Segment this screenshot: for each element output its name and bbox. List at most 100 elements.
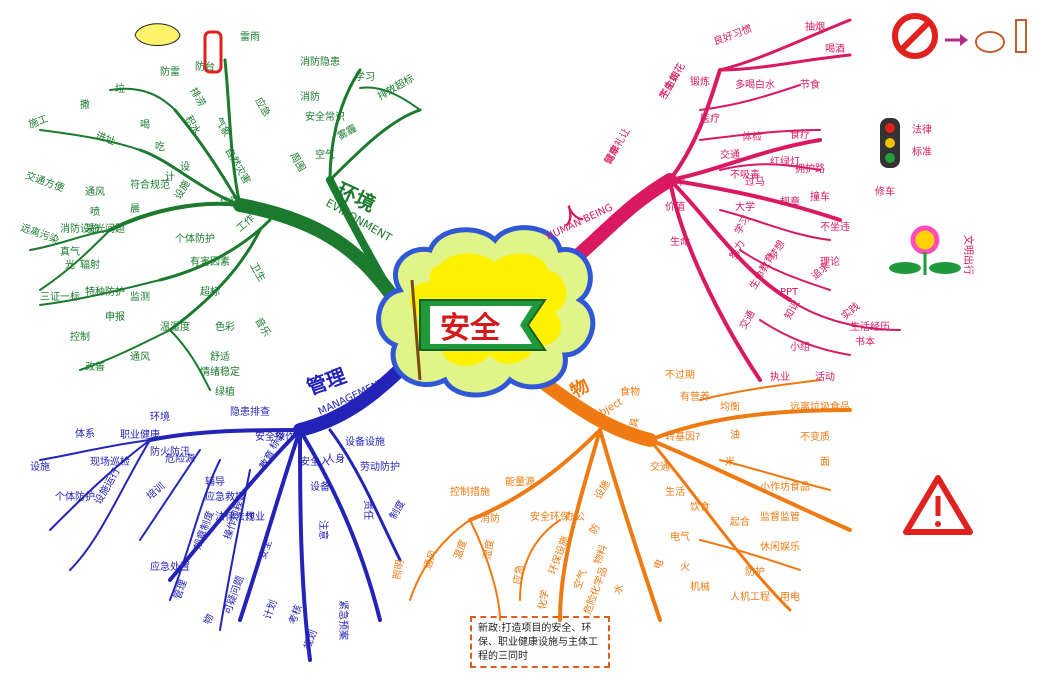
- environment-item: 消防: [300, 90, 320, 103]
- human-item: 修车: [875, 185, 895, 198]
- human-item: 大学: [735, 200, 755, 213]
- object-item: 防: [586, 521, 602, 536]
- human-item: 节食: [800, 78, 820, 91]
- object-item: 湿度: [480, 539, 496, 561]
- environment-item: 防雷: [160, 65, 180, 78]
- environment-item: 控制: [70, 330, 90, 343]
- object-item: 物料: [591, 543, 610, 566]
- management-item: 隐患排查: [230, 405, 270, 418]
- management-item: 物: [201, 612, 217, 626]
- environment-item: 采光问题: [85, 222, 125, 235]
- object-item: 通风: [422, 548, 440, 571]
- environment-item: 音乐: [252, 315, 273, 339]
- human-item: 法律: [912, 123, 932, 136]
- human-item: 拥护路: [795, 162, 825, 175]
- environment-item: 超标: [200, 285, 220, 298]
- environment-item: 三证一标: [40, 291, 80, 303]
- human-item: 良好习惯: [712, 22, 754, 48]
- environment-item: 监测: [130, 290, 150, 303]
- object-item: 防护: [745, 565, 765, 578]
- object-item: 火: [680, 561, 690, 573]
- teapot-icon: [945, 19, 1027, 53]
- environment-item: 通风: [85, 186, 105, 198]
- management-item: 人身: [325, 452, 345, 465]
- note-text: 新政:打造项目的安全、环保、职业健康设施与主体工程的三同时: [478, 623, 598, 662]
- environment-item: 防台: [195, 60, 215, 73]
- management-item: 法律法规: [215, 510, 255, 523]
- environment-item: 工作: [234, 212, 257, 234]
- environment-item: 应急: [252, 95, 273, 119]
- environment-item: 消防隐患: [300, 55, 340, 68]
- human-item: 抽烟: [805, 20, 825, 33]
- object-item: 小作坊食品: [760, 480, 810, 493]
- human-item: 生命如花: [656, 60, 687, 101]
- environment-item: 周围: [287, 151, 307, 174]
- human-item: 执业: [770, 370, 790, 383]
- management-item: 劳动防护: [360, 460, 400, 473]
- object-item: 远离垃圾食品: [790, 400, 850, 413]
- management-item: 规划: [301, 628, 320, 651]
- management-item: 体系: [75, 428, 95, 440]
- management-item: 辅导: [205, 475, 225, 488]
- management-item: 安全: [256, 538, 275, 561]
- object-item: 有营养: [680, 390, 710, 403]
- environment-item: 情绪稳定: [200, 365, 240, 378]
- management-item: 设备设施: [345, 435, 385, 448]
- human-item: 锻炼: [690, 75, 710, 88]
- human-item: 撞车: [810, 190, 830, 203]
- environment-item: 排涝: [187, 85, 208, 109]
- environment-item: 雷雨: [240, 31, 260, 43]
- human-item: 文明出行: [962, 235, 975, 275]
- environment-item: 远离污染: [19, 221, 61, 247]
- object-item: 起合: [730, 515, 750, 528]
- traffic-light-icon: [880, 118, 900, 168]
- flower-icon: [889, 225, 961, 275]
- environment-item: 绿植: [215, 385, 235, 398]
- management-item: 现场巡检: [90, 455, 130, 468]
- object-item: 休闲娱乐: [760, 540, 800, 553]
- environment-item: 改善: [85, 360, 105, 373]
- management-item: 设施: [30, 460, 50, 473]
- environment-item: 卫生: [247, 260, 268, 284]
- human-item: 生命: [670, 235, 690, 248]
- object-item: 照明: [391, 559, 406, 581]
- fire-extinguisher-icon: [134, 23, 223, 74]
- human-item: 多喝白水: [735, 78, 775, 91]
- environment-item: 喝: [140, 119, 150, 131]
- object-item: 设施: [591, 478, 612, 502]
- human-item: 红绿灯: [770, 155, 800, 168]
- environment-item: 雾霾: [336, 122, 359, 142]
- environment-item: 光: [65, 258, 75, 271]
- note-box: 新政:打造项目的安全、环保、职业健康设施与主体工程的三同时: [470, 616, 610, 668]
- environment-item: 消防设施: [60, 222, 100, 235]
- management-item: 设备: [310, 480, 330, 493]
- environment-item: 符合规范: [130, 178, 170, 191]
- object-item: 化学: [535, 589, 551, 611]
- human-item: PPT: [780, 287, 799, 298]
- management-title: 管理: [304, 363, 350, 399]
- human-branch: [553, 18, 901, 382]
- object-item: 米: [725, 455, 735, 468]
- environment-item: 排放超标: [375, 71, 416, 102]
- object-item: 工具: [626, 417, 641, 439]
- environment-item: 计: [165, 170, 175, 183]
- object-item: 机械: [690, 580, 710, 593]
- object-item: 均衡: [720, 401, 740, 413]
- human-item: 过马: [745, 175, 765, 188]
- environment-item: 色彩: [215, 320, 235, 333]
- environment-item: 舒适: [210, 350, 230, 363]
- human-item: 医疗: [700, 112, 720, 125]
- object-item: 办公: [565, 510, 585, 523]
- management-item: 责任: [362, 500, 375, 520]
- environment-item: 真气: [60, 245, 80, 258]
- object-item: 食物: [620, 385, 640, 398]
- environment-item: 设: [180, 161, 190, 173]
- human-item: 驾车礼让: [601, 125, 632, 166]
- human-item: 书本: [855, 335, 875, 348]
- environment-item: 有害因素: [190, 255, 230, 268]
- human-item: 知识: [781, 298, 802, 322]
- management-item: 职业健康: [120, 428, 160, 441]
- object-item: 生活: [665, 485, 685, 498]
- environment-item: 晨: [130, 203, 140, 215]
- object-item: 电: [651, 557, 667, 571]
